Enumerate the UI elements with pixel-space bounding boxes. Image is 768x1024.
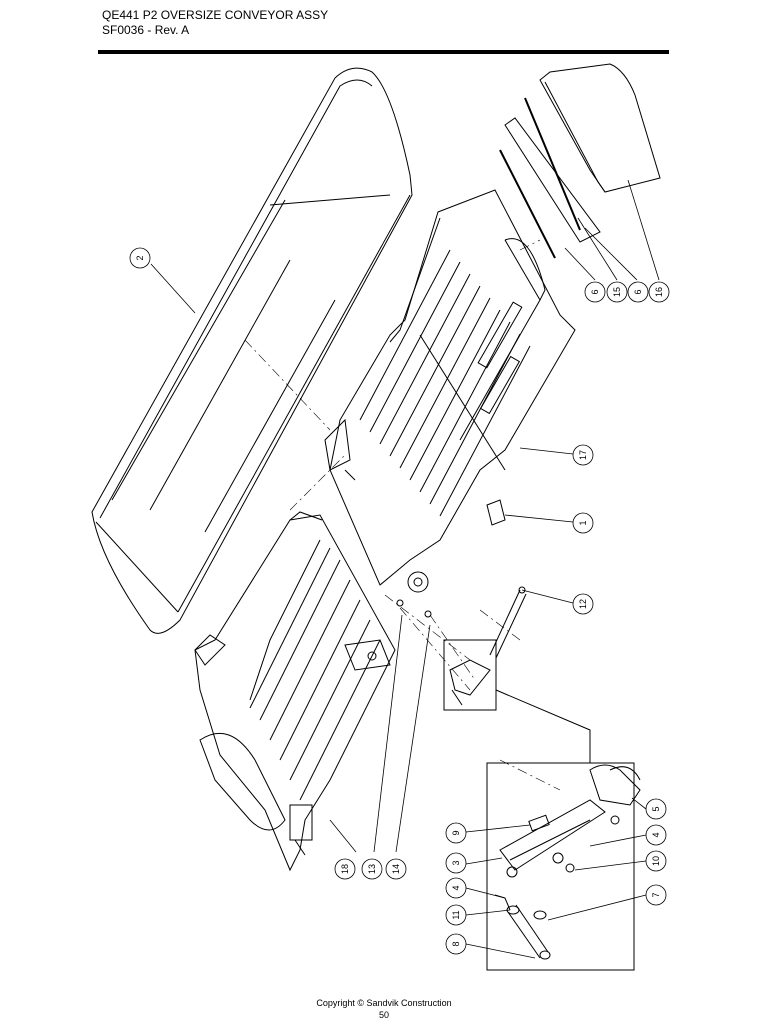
balloon-label: 6 [633,289,643,294]
hardware-parts [396,499,527,706]
balloon: 4 [445,877,467,899]
balloon: 6 [584,281,606,303]
balloon: 14 [385,858,407,880]
balloon: 2 [129,247,151,269]
balloon-label: 1 [578,520,588,525]
balloon-label: 4 [451,885,461,890]
balloon: 6 [627,281,649,303]
balloon-label: 7 [651,892,661,897]
detail-view-frame [443,639,635,971]
document-title: QE441 P2 OVERSIZE CONVEYOR ASSY [102,8,329,22]
balloon: 10 [645,850,667,872]
balloon-label: 14 [391,864,401,874]
balloon-label: 2 [135,255,145,260]
centerlines [244,239,561,791]
balloon: 8 [445,933,467,955]
balloon-label: 13 [367,864,377,874]
head-guard [539,63,661,193]
balloon: 17 [572,444,594,466]
balloon-label: 9 [451,830,461,835]
balloon: 3 [445,852,467,874]
leader-lines [150,179,660,959]
balloon: 11 [445,904,467,926]
balloon: 16 [648,281,670,303]
header-rule [98,50,669,54]
balloon-label: 3 [451,860,461,865]
head-frame [324,189,576,593]
item-balloons: 2 6 15 6 16 17 1 12 5 4 10 7 9 3 4 11 8 … [129,247,670,955]
balloon-label: 15 [612,287,622,297]
tail-frame [194,511,396,872]
balloon-label: 18 [340,864,350,874]
balloon: 5 [645,798,667,820]
balloon: 7 [645,884,667,906]
balloon: 15 [606,281,628,303]
balloon-label: 6 [590,289,600,294]
conveyor-belt [91,67,413,634]
footer-copyright: Copyright © Sandvik Construction [316,998,452,1008]
balloon-label: 4 [651,832,661,837]
page-number: 50 [378,1010,389,1020]
balloon-label: 8 [451,941,461,946]
balloon-label: 10 [651,856,661,866]
balloon: 4 [645,824,667,846]
balloon: 12 [572,593,594,615]
balloon: 1 [572,512,594,534]
balloon-label: 16 [654,287,664,297]
balloon: 13 [361,858,383,880]
balloon-label: 11 [451,910,461,919]
balloon: 9 [445,822,467,844]
document-subtitle: SF0036 - Rev. A [102,23,190,37]
page-header: QE441 P2 OVERSIZE CONVEYOR ASSY SF0036 -… [102,8,328,38]
balloon-label: 5 [651,806,661,811]
seal-strips [499,97,601,259]
detail-view-parts [494,764,641,960]
balloon-label: 12 [578,599,588,609]
balloon: 18 [334,858,356,880]
balloon-label: 17 [578,450,588,460]
